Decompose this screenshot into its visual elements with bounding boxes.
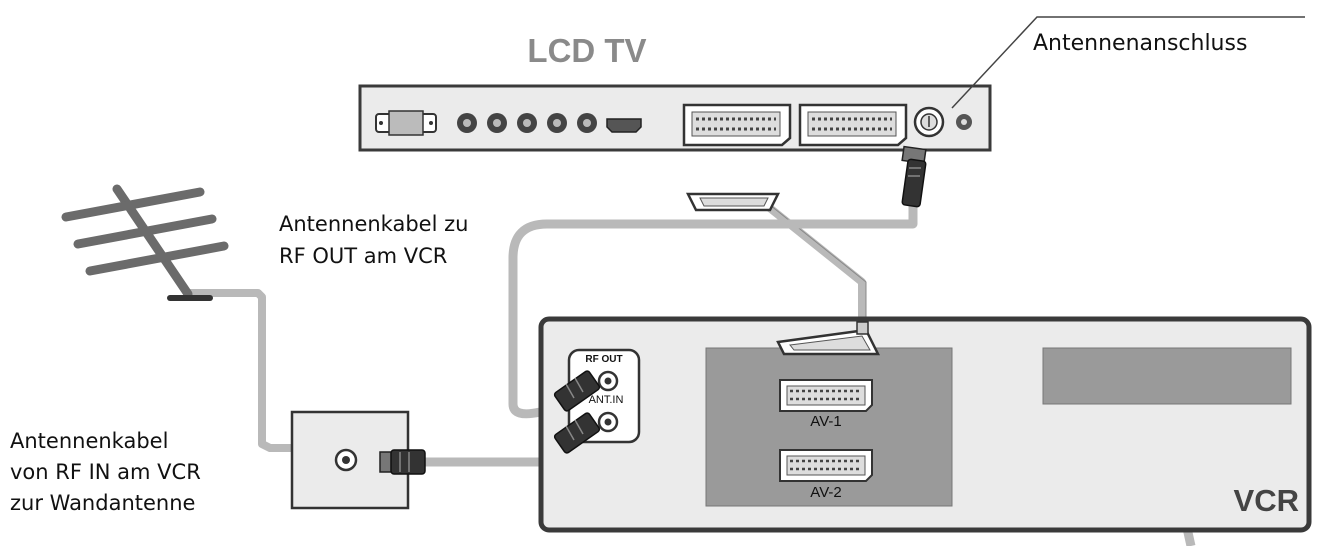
tv-av-sockets <box>457 113 597 133</box>
vcr-rf-out-label: RF OUT <box>585 354 622 365</box>
vcr-av-block <box>705 347 953 507</box>
tv-scart-1 <box>682 103 792 147</box>
tv-scart-plug <box>685 192 781 212</box>
vcr-av1-scart <box>779 379 873 412</box>
wall-socket-plug <box>379 449 426 475</box>
vcr-av1-label: AV-1 <box>810 413 841 430</box>
tv-hdmi-port <box>606 118 642 133</box>
tv-antenna-plug <box>901 145 927 208</box>
cable-from-rf-in-label-line-3: zur Wandantenne <box>10 491 196 515</box>
antenna-port-pointer-line <box>951 16 1305 109</box>
vcr-panel <box>538 316 1312 533</box>
cable-from-rf-in-label-line-1: Antennenkabel <box>10 429 169 453</box>
tv-vga-port <box>375 110 437 136</box>
antenna-mast-cable <box>183 289 292 452</box>
antenna-port-label: Antennenanschluss <box>1033 31 1248 56</box>
vcr-scart-plug <box>776 321 881 356</box>
antenna <box>61 184 229 301</box>
tv-antenna-socket <box>913 106 945 138</box>
vcr-av2-scart <box>779 449 873 482</box>
tv-scart-2 <box>798 103 908 147</box>
vcr-av2-label: AV-2 <box>810 484 841 501</box>
tv-title: LCD TV <box>527 32 646 69</box>
vcr-display-window <box>1042 347 1292 405</box>
vcr-ant-in-label: ANT.IN <box>589 394 624 406</box>
cable-to-rf-out-label-line-1: Antennenkabel zu <box>279 212 469 236</box>
lcd-tv-panel <box>358 84 992 152</box>
vcr-rf-out-plug <box>553 370 601 412</box>
vcr-ant-in-plug <box>553 412 601 454</box>
cable-to-rf-out-label-line-2: RF OUT am VCR <box>279 244 448 268</box>
vcr-title: VCR <box>1234 483 1299 518</box>
cable-from-rf-in-label-line-2: von RF IN am VCR <box>10 460 201 484</box>
antenna-cable-to-rf-out <box>508 200 918 419</box>
